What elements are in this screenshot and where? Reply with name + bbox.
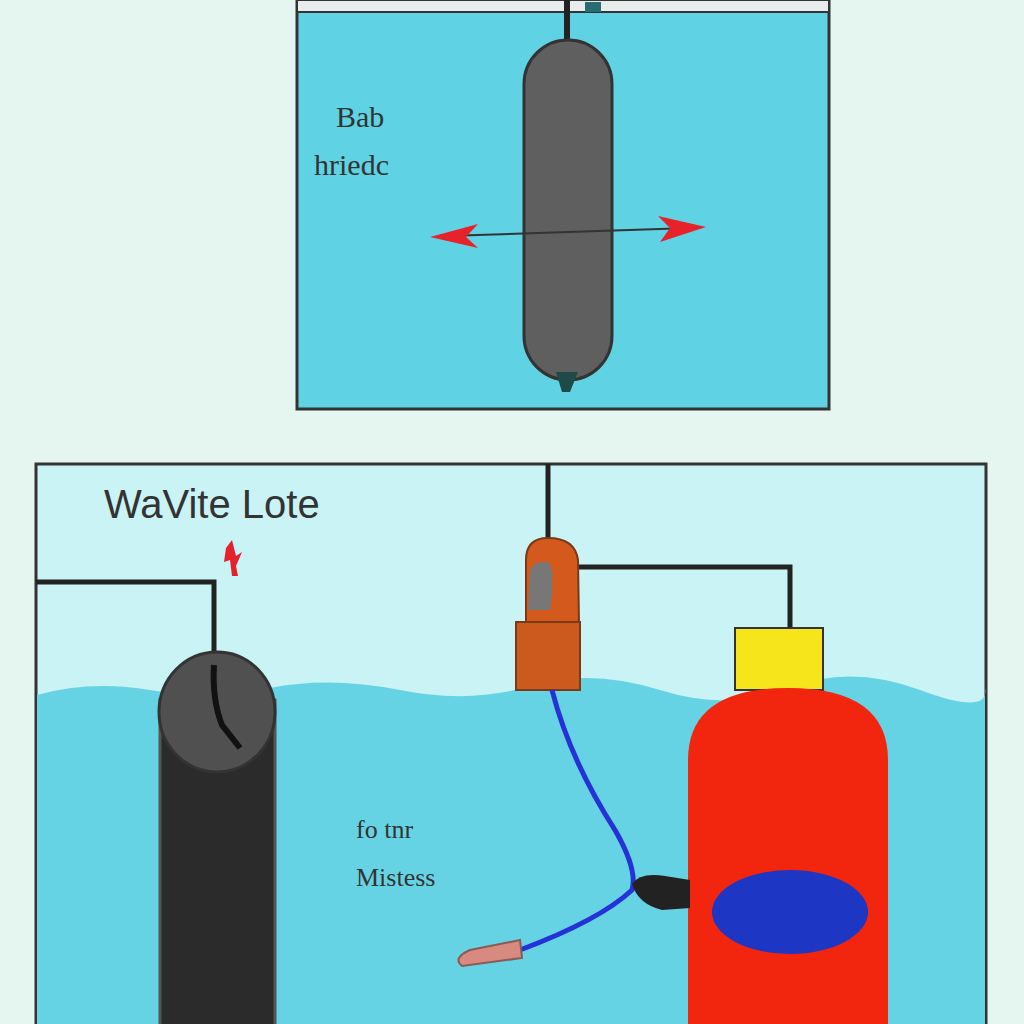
panel-title-label: WaVite Lote — [104, 482, 320, 526]
tank-nozzle — [632, 875, 690, 910]
left-buoy-cable — [214, 665, 240, 748]
buoy-fitting — [585, 2, 601, 12]
panel-label: hriedc — [314, 148, 389, 181]
panel-label: Bab — [336, 100, 384, 133]
motion-arrow-left — [430, 224, 478, 248]
top-tank-rim — [297, 0, 829, 12]
left-wire — [36, 582, 214, 665]
motion-arrow-line — [445, 228, 690, 236]
top-tank-water — [297, 0, 829, 409]
blue-hose — [520, 690, 633, 950]
right-wire — [578, 567, 790, 630]
generator-base — [516, 622, 580, 690]
note-label: Mistess — [356, 864, 435, 893]
bottom-panel — [36, 464, 986, 1024]
left-buoy-head — [159, 652, 275, 772]
tank-cap — [735, 628, 823, 690]
top-wire — [546, 464, 551, 545]
red-tank — [688, 688, 888, 1024]
note-label: fo tnr — [356, 816, 413, 845]
buoy-tip — [556, 372, 578, 392]
buoy-body — [524, 40, 612, 380]
red-marker — [224, 540, 242, 576]
tank-window — [712, 870, 868, 954]
probe — [458, 940, 522, 966]
generator-window — [528, 562, 553, 610]
motion-arrow-right — [658, 216, 706, 242]
